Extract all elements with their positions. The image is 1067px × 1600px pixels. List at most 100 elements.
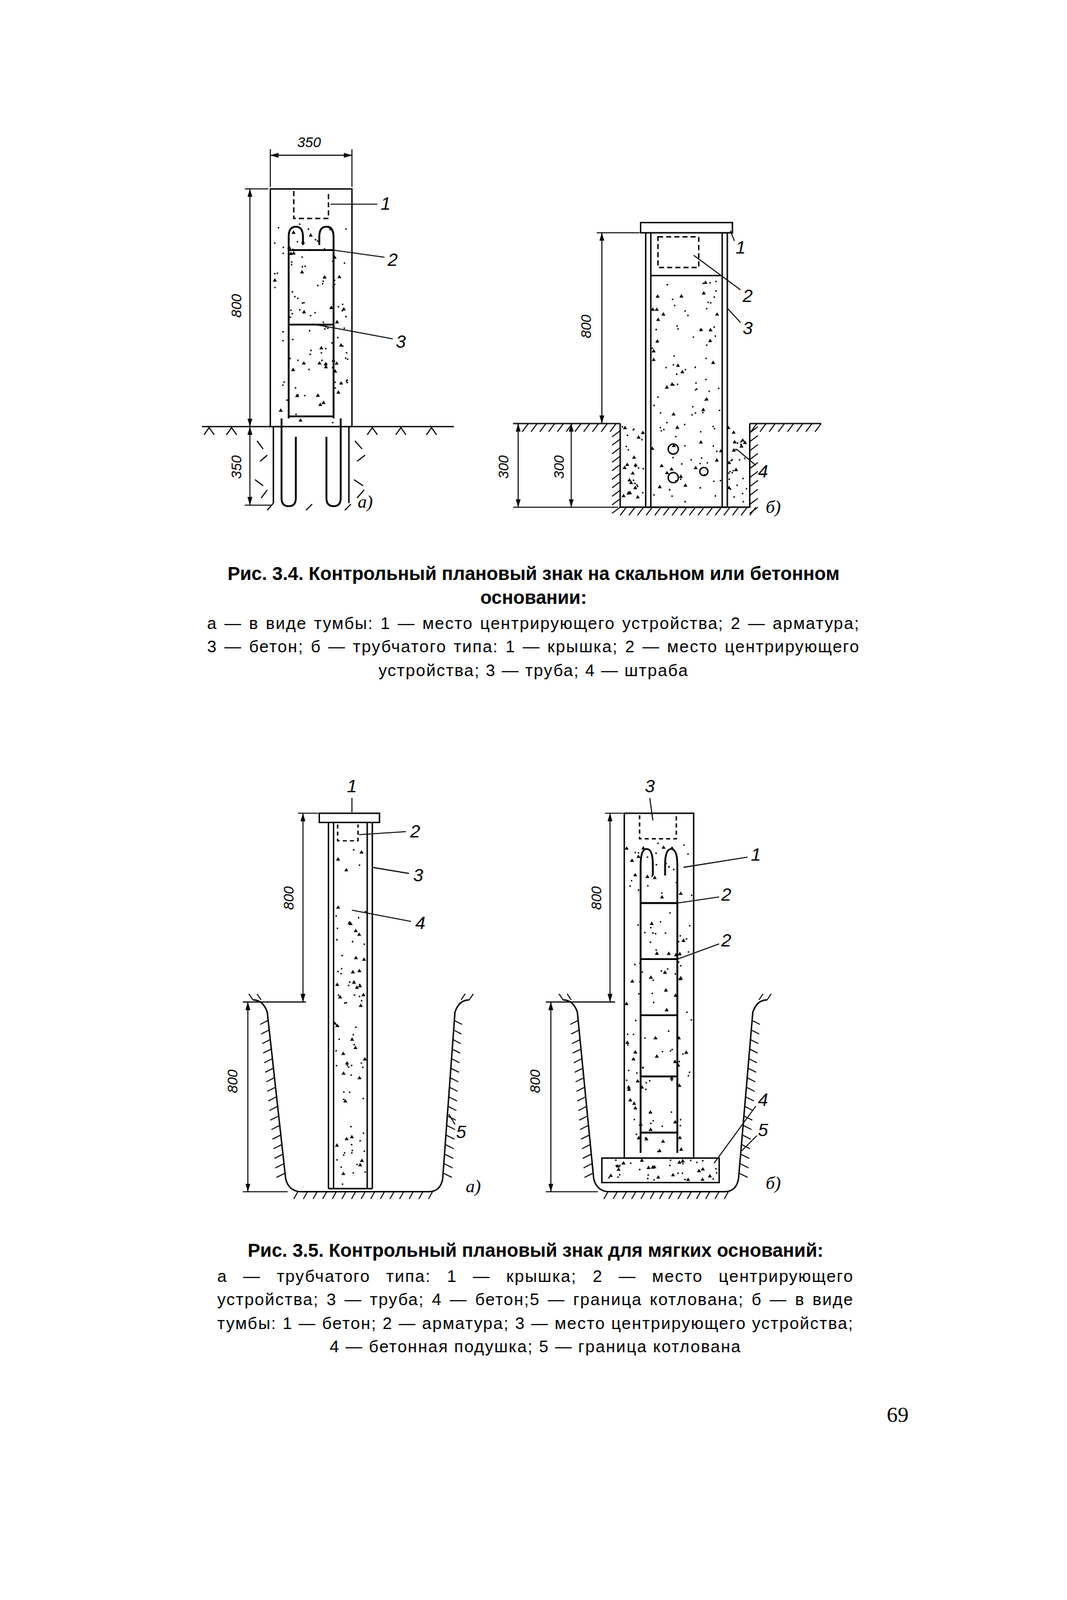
- subfigure-letter: а): [357, 491, 373, 513]
- aggregate-dot: [629, 1162, 632, 1165]
- aggregate-dot: [652, 1001, 655, 1004]
- soil-hatching: [559, 993, 772, 1199]
- aggregate-dot: [625, 1079, 628, 1082]
- aggregate-dot: [714, 335, 717, 338]
- aggregate-dot: [301, 265, 304, 268]
- aggregate-dot: [680, 369, 685, 373]
- aggregate-dot: [301, 309, 306, 313]
- aggregate-dot: [274, 272, 277, 275]
- aggregate-dot: [632, 1033, 635, 1036]
- dimension-line: [609, 813, 611, 1003]
- aggregate-dot: [282, 330, 285, 333]
- aggregate-dot: [666, 283, 669, 286]
- aggregate-dot: [329, 305, 333, 310]
- aggregate-dot: [648, 1110, 653, 1114]
- concrete-pad: [601, 1157, 720, 1183]
- hole: [668, 472, 679, 483]
- dimension-line: [601, 232, 603, 424]
- aggregate-dot: [710, 360, 715, 364]
- aggregate-dot: [636, 435, 641, 439]
- aggregate-dot: [338, 343, 343, 347]
- aggregate-dot: [690, 894, 693, 897]
- aggregate-dot: [309, 353, 312, 356]
- aggregate-dot: [635, 494, 640, 499]
- aggregate-dot: [332, 285, 335, 288]
- aggregate-dot: [689, 1159, 692, 1162]
- aggregate-dot: [670, 381, 675, 386]
- aggregate-dot: [341, 954, 344, 957]
- aggregate-dot: [358, 916, 360, 919]
- callout-number: 2: [721, 884, 732, 906]
- aggregate-dot: [352, 1172, 355, 1175]
- aggregate-dot: [301, 302, 304, 305]
- callout-number: 1: [380, 193, 391, 215]
- aggregate-dot: [681, 938, 686, 942]
- aggregate-dot: [705, 307, 708, 310]
- aggregate-dot: [633, 1118, 636, 1121]
- aggregate-dot: [350, 1064, 353, 1067]
- aggregate-dot: [334, 1143, 339, 1147]
- aggregate-dot: [669, 1076, 674, 1080]
- aggregate-dot: [350, 969, 355, 973]
- aggregate-dot: [650, 875, 653, 878]
- aggregate-dot: [352, 979, 357, 984]
- callout-number: 2: [721, 930, 732, 951]
- aggregate-dot: [702, 282, 705, 285]
- dimension-value: 800: [578, 313, 595, 340]
- aggregate-dot: [346, 358, 349, 360]
- aggregate-dot: [674, 972, 677, 975]
- aggregate-dot: [634, 1019, 637, 1022]
- aggregate-dot: [650, 926, 653, 929]
- aggregate-dot: [335, 1050, 338, 1053]
- aggregate-dot: [632, 1101, 637, 1105]
- aggregate-dot: [639, 1085, 644, 1089]
- aggregate-dot: [632, 428, 635, 431]
- aggregate-dot: [331, 358, 336, 362]
- aggregate-dot: [351, 940, 354, 943]
- aggregate-dot: [656, 1174, 660, 1178]
- aggregate-dot: [346, 1064, 349, 1067]
- aggregate-dot: [637, 924, 640, 927]
- aggregate-dot: [341, 303, 344, 306]
- aggregate-dot: [316, 284, 319, 287]
- aggregate-dot: [633, 485, 638, 489]
- dimension-value: 800: [588, 884, 606, 911]
- aggregate-dot: [738, 458, 741, 461]
- aggregate-dot: [343, 262, 346, 265]
- aggregate-dot: [289, 357, 291, 360]
- aggregate-dot: [694, 388, 697, 391]
- aggregate-dot: [323, 364, 328, 368]
- aggregate-dot: [628, 885, 631, 888]
- figure-3-4b: [512, 222, 822, 516]
- aggregate-dot: [680, 463, 683, 466]
- aggregate-dot: [661, 1139, 666, 1143]
- aggregate-dot: [354, 955, 359, 959]
- aggregate-dot: [350, 1152, 353, 1155]
- aggregate-dot: [654, 1054, 659, 1058]
- figure-caption: Рис. 3.5. Контрольный плановый знак для …: [214, 1238, 857, 1262]
- aggregate-dot: [679, 934, 682, 937]
- aggregate-dot: [694, 412, 697, 415]
- aggregate-dot: [281, 339, 284, 342]
- aggregate-dot: [716, 1172, 718, 1175]
- aggregate-dot: [663, 428, 666, 431]
- aggregate-dot: [290, 367, 295, 371]
- aggregate-dot: [701, 407, 706, 411]
- aggregate-dot: [638, 992, 640, 995]
- aggregate-dot: [350, 1037, 355, 1041]
- aggregate-dot: [641, 845, 646, 849]
- aggregate-dot: [357, 932, 362, 936]
- aggregate-dot: [674, 435, 677, 438]
- pit-boundary: [563, 999, 768, 1192]
- aggregate-dot: [295, 413, 298, 416]
- aggregate-dot: [362, 1132, 365, 1135]
- aggregate-dot: [727, 485, 731, 489]
- aggregate-dot: [676, 1036, 681, 1040]
- aggregate-dot: [652, 932, 655, 935]
- aggregate-dot: [623, 425, 628, 429]
- dimension-line: [247, 1001, 249, 1192]
- aggregate-dot: [344, 867, 349, 871]
- aggregate-dot: [731, 430, 736, 434]
- aggregate-dot: [658, 484, 662, 488]
- aggregate-dot: [292, 248, 295, 251]
